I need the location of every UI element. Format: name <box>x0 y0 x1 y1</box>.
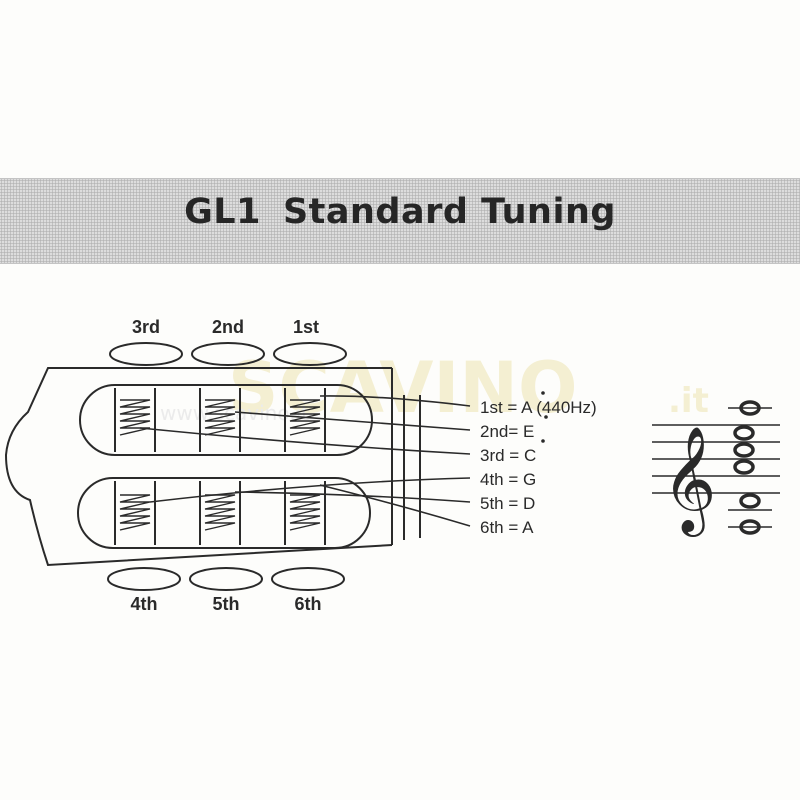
tuning-row-1: 1st = A (440Hz) <box>480 398 597 417</box>
title-banner <box>0 178 800 264</box>
tuning-row-3: 3rd = C <box>480 446 536 465</box>
peg-label-bottom-2: 5th <box>213 594 240 614</box>
peg-2nd <box>191 342 265 366</box>
upper-slot <box>79 384 373 456</box>
whole-note-icon <box>733 459 755 475</box>
whole-note-icon <box>739 493 761 509</box>
tuning-list: 1st = A (440Hz) 2nd= E 3rd = C 4th = G 5… <box>480 391 597 537</box>
peg-5th <box>189 567 263 591</box>
peg-4th <box>107 567 181 591</box>
string-4 <box>149 477 471 503</box>
title-text: Standard Tuning <box>282 192 616 232</box>
tuning-row-5: 5th = D <box>480 494 535 513</box>
peg-3rd <box>109 342 183 366</box>
page-title: GL1 Standard Tuning <box>0 192 800 232</box>
music-staff: 𝄞 <box>652 400 780 537</box>
string-1 <box>319 395 471 407</box>
whole-note-icon <box>739 400 761 416</box>
tuning-row-2: 2nd= E <box>480 422 534 441</box>
treble-clef-icon: 𝄞 <box>662 425 716 537</box>
tuning-row-4: 4th = G <box>480 470 536 489</box>
strings <box>139 395 471 527</box>
whole-note-icon <box>733 425 755 441</box>
peg-6th <box>271 567 345 591</box>
lower-slot <box>77 477 371 549</box>
watermark-domain: .it <box>668 381 709 421</box>
peg-label-bottom-3: 6th <box>295 594 322 614</box>
string-5 <box>234 491 471 503</box>
tuner-slots <box>77 384 373 549</box>
chord-notes <box>733 400 761 535</box>
peg-label-bottom-1: 4th <box>131 594 158 614</box>
string-3 <box>139 427 471 455</box>
tuning-pegs <box>107 342 347 591</box>
peg-label-top-2: 2nd <box>212 317 244 337</box>
peg-labels: 3rd 2nd 1st 4th 5th 6th <box>131 317 322 614</box>
peg-label-top-1: 3rd <box>132 317 160 337</box>
peg-label-top-3: 1st <box>293 317 319 337</box>
octave-dot <box>541 439 545 443</box>
string-6 <box>319 484 471 527</box>
tuning-row-6: 6th = A <box>480 518 534 537</box>
model-name: GL1 <box>184 192 261 232</box>
watermark: SCAVINO .it www.scavino.it <box>160 347 709 429</box>
headstock-outline <box>4 367 421 567</box>
whole-note-icon <box>733 442 755 458</box>
string-2 <box>234 411 471 431</box>
octave-dot <box>544 415 548 419</box>
whole-note-icon <box>739 519 761 535</box>
peg-1st <box>273 342 347 366</box>
octave-dot <box>541 391 545 395</box>
